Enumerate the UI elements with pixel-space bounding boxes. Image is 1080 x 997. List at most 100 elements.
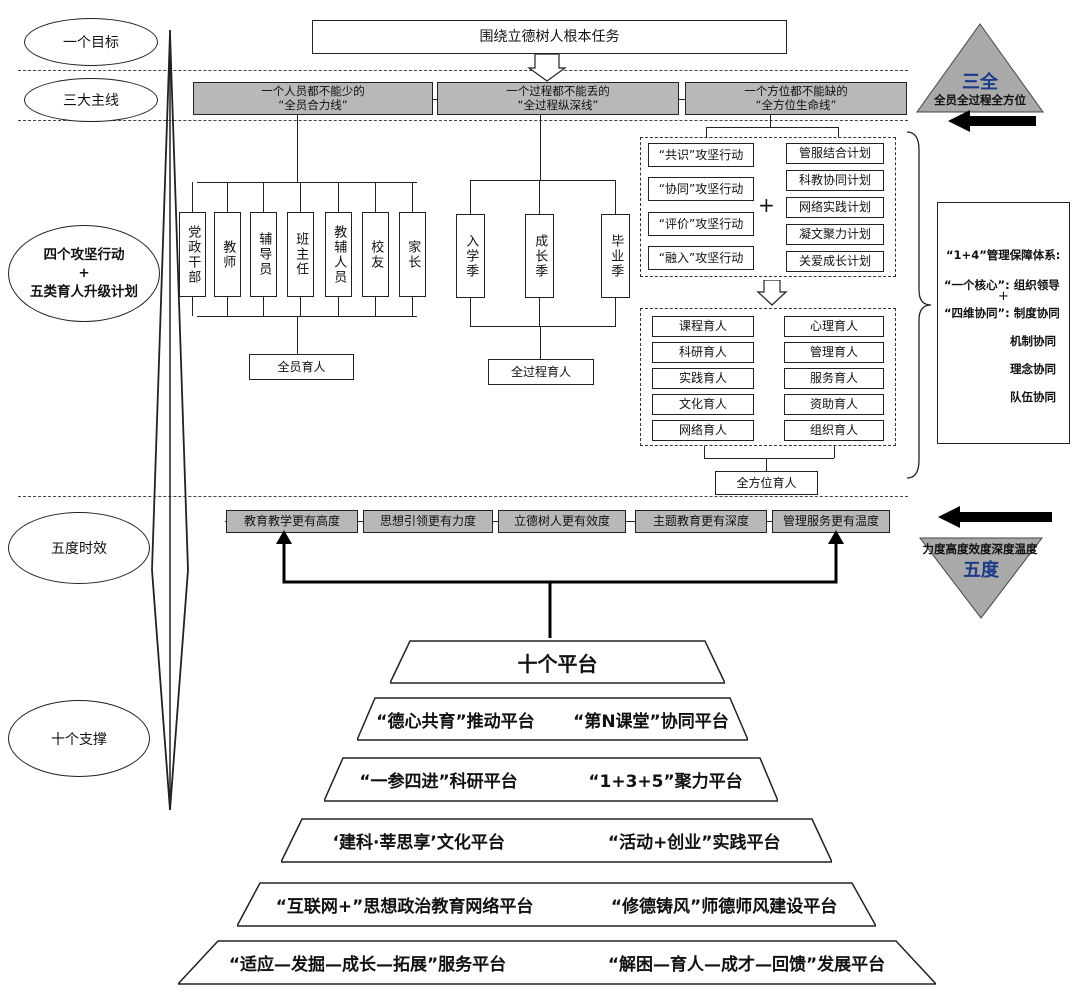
platform-left-label: “适应—发掘—成长—拓展”服务平台 [228, 955, 507, 975]
edu-stem-mid [766, 458, 767, 472]
staff-connector-bottom [375, 297, 376, 316]
level-mainlines-label: 三大主线 [63, 93, 119, 109]
staff-stem [297, 115, 298, 182]
platform-row-trapezoid: “互联网+”思想政治教育网络平台“修德铸风”师德师风建设平台 [237, 882, 876, 927]
staff-member-box: 教辅人员 [325, 212, 352, 297]
platform-right-label: “活动+创业”实践平台 [607, 833, 781, 853]
guarantee-coop-label: “四维协同”: 制度协同 [944, 306, 1060, 320]
level-support: 十个支撑 [8, 700, 150, 777]
education-bottom-bar [704, 458, 834, 459]
staff-member-box: 家长 [399, 212, 426, 297]
hollow-arrow-down-icon [527, 54, 567, 82]
plan-box: 网络实践计划 [786, 197, 884, 218]
mainline-all-process-line1: 一个过程都不能丢的 [506, 83, 610, 98]
all-staff-summary: 全员育人 [249, 354, 354, 380]
direction-stem-right [838, 127, 839, 137]
plan-box: 科教协同计划 [786, 170, 884, 191]
level-actions: 四个攻坚行动 + 五类育人升级计划 [8, 225, 160, 322]
top-task-box: 围绕立德树人根本任务 [312, 20, 787, 54]
mainline-all-process: 一个过程都不能丢的 “全过程纵深线” [437, 82, 679, 115]
platform-left-label: “一参四进”科研平台 [359, 772, 518, 792]
education-left-box: 网络育人 [652, 420, 754, 441]
action-box: “评价”攻坚行动 [648, 212, 754, 236]
process-stage-box: 毕业季 [601, 214, 630, 298]
all-staff-summary-label: 全员育人 [277, 359, 326, 374]
process-top-bar [470, 180, 616, 181]
level-actions-line1: 四个攻坚行动 [43, 247, 125, 264]
five-degree-box: 教育教学更有高度 [226, 510, 358, 533]
triangle-top-icon [916, 23, 1044, 113]
process-connector-top [470, 180, 471, 214]
right-brace-icon [906, 131, 932, 479]
level-mainlines: 三大主线 [24, 78, 158, 122]
process-stage-box: 成长季 [525, 214, 554, 298]
triangle-top-title: 三全 [962, 72, 998, 93]
action-box: “协同”攻坚行动 [648, 177, 754, 201]
level-actions-plus: + [78, 265, 90, 282]
actions-plans-group [640, 137, 896, 277]
guarantee-core: “一个核心”: 组织领导 [944, 278, 1060, 292]
mainline-all-staff-line2: “全员合力线” [278, 97, 348, 112]
arrow-left-icon-2 [938, 506, 1052, 528]
five-degree-box: 管理服务更有温度 [772, 510, 890, 533]
platform-title: 十个平台 [517, 651, 598, 676]
plan-box: 凝文聚力计划 [786, 224, 884, 245]
staff-member-box: 党政干部 [179, 212, 206, 297]
all-direction-summary-label: 全方位育人 [736, 475, 797, 490]
staff-connector-top [300, 182, 301, 212]
process-connector-top [615, 180, 616, 214]
process-connector-bottom [615, 298, 616, 326]
staff-member-box: 教师 [214, 212, 241, 297]
level-goal: 一个目标 [24, 18, 158, 66]
triangle-bottom-subtitle: 力度高度效度深度温度 [922, 542, 1038, 556]
education-left-box: 课程育人 [652, 316, 754, 337]
education-right-box: 管理育人 [784, 342, 884, 363]
top-task-label: 围绕立德树人根本任务 [479, 28, 620, 45]
level-effect: 五度时效 [8, 512, 150, 584]
staff-connector-bottom [263, 297, 264, 316]
edu-stem-right [834, 446, 835, 458]
guarantee-box: “1+4”管理保障体系: “一个核心”: 组织领导 + “四维协同”: 制度协同… [937, 202, 1070, 444]
staff-connector-bottom [192, 297, 193, 316]
platform-row-trapezoid: “德心共育”推动平台“第N课堂”协同平台 [357, 697, 748, 741]
education-right-box: 组织育人 [784, 420, 884, 441]
separator-1 [18, 70, 908, 71]
process-connector-top [539, 180, 540, 214]
platform-row-trapezoid: ‘建科·莘思享’文化平台“活动+创业”实践平台 [281, 818, 832, 863]
platform-arrows-icon [276, 530, 844, 638]
process-stem [540, 115, 541, 180]
direction-stem-left [706, 127, 707, 137]
staff-connector-bottom [227, 297, 228, 316]
plan-box: 关爱成长计划 [786, 251, 884, 272]
guarantee-coop-item-1: 机制协同 [1010, 334, 1056, 348]
process-bottom-stem [540, 326, 541, 360]
staff-member-box: 班主任 [287, 212, 314, 297]
mainline-all-staff-line1: 一个人员都不能少的 [261, 83, 365, 98]
process-bottom-bar [470, 326, 616, 327]
staff-member-box: 辅导员 [250, 212, 277, 297]
mainline-all-staff: 一个人员都不能少的 “全员合力线” [193, 82, 433, 115]
staff-connector-top [338, 182, 339, 212]
staff-bottom-stem [297, 316, 298, 356]
triangle-bottom-title: 五度 [963, 560, 999, 581]
triangle-bottom-icon [918, 537, 1044, 619]
platform-left-label: “德心共育”推动平台 [376, 711, 535, 732]
all-process-summary-label: 全过程育人 [510, 364, 571, 379]
guarantee-coop-item-2: 理念协同 [1010, 362, 1056, 376]
all-direction-summary: 全方位育人 [715, 471, 818, 495]
education-right-box: 服务育人 [784, 368, 884, 389]
education-right-box: 心理育人 [784, 316, 884, 337]
process-stage-box: 入学季 [456, 214, 485, 298]
down-arrow-icon [151, 30, 189, 810]
staff-connector-bottom [300, 297, 301, 316]
action-box: “共识”攻坚行动 [648, 143, 754, 167]
staff-connector-bottom [412, 297, 413, 316]
staff-connector-top [412, 182, 413, 212]
platform-right-label: “解困—育人—成才—回馈”发展平台 [607, 955, 886, 975]
direction-stem [770, 115, 771, 127]
guarantee-coop-item-3: 队伍协同 [1010, 390, 1056, 404]
mainline-all-direction: 一个方位都不能缺的 “全方位生命线” [685, 82, 907, 115]
all-process-summary: 全过程育人 [488, 359, 594, 385]
five-degree-box: 主题教育更有深度 [635, 510, 767, 533]
mainline-all-process-line2: “全过程纵深线” [517, 97, 599, 112]
